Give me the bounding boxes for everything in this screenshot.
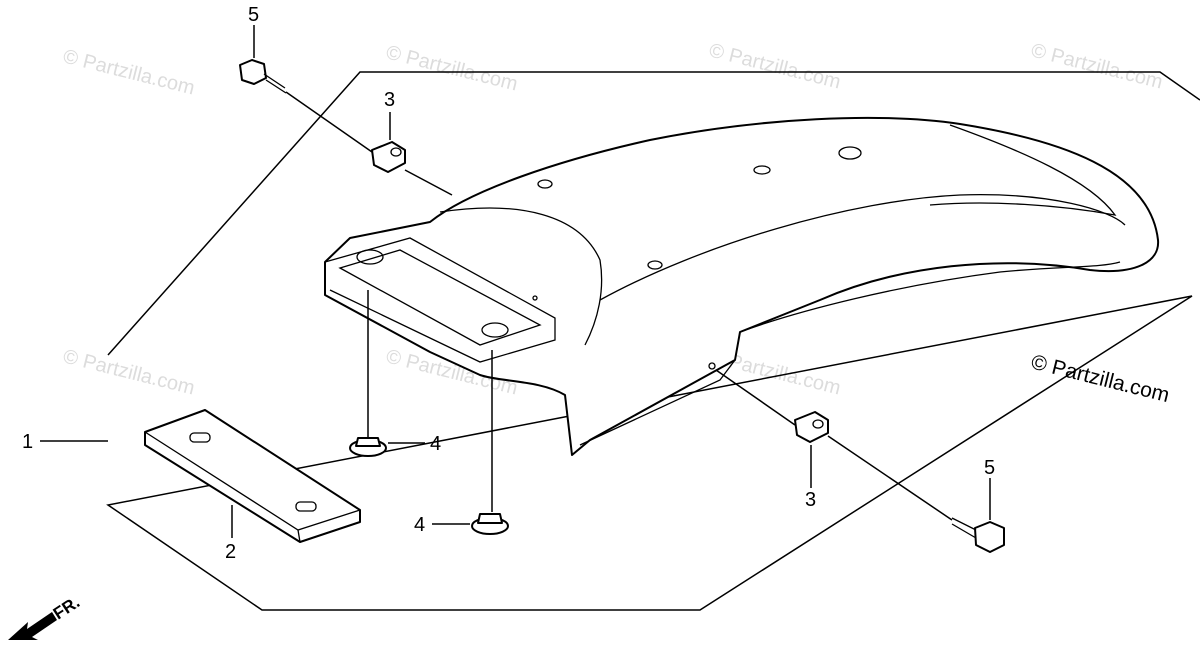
partzilla-credit: © Partzilla.com xyxy=(1029,351,1172,408)
bolt-upper xyxy=(239,59,287,94)
front-direction-indicator: FR. xyxy=(8,593,83,640)
fender-hole-4 xyxy=(647,260,663,270)
bolt-upper-shank xyxy=(263,73,287,94)
bolt-upper-head xyxy=(239,59,267,85)
watermark-2: © Partzilla.com xyxy=(384,42,520,96)
callout-5-lower: 5 xyxy=(984,457,995,479)
bolt-lower-shank xyxy=(951,517,977,539)
fender-tail-edge xyxy=(739,261,1121,333)
centerline-lower-bolt xyxy=(715,369,953,521)
collar-upper-body xyxy=(371,141,406,173)
callout-5-upper: 5 xyxy=(248,4,259,26)
fender-ridge xyxy=(599,194,1126,301)
collar-lower-body xyxy=(794,411,829,443)
collar-lower-bore xyxy=(812,419,824,429)
pad-slot-2 xyxy=(295,501,317,512)
fender-hole-5 xyxy=(708,362,716,370)
nut-left xyxy=(349,437,387,457)
front-arrow-icon xyxy=(8,612,57,640)
pad-slot-1 xyxy=(189,432,211,443)
collar-lower xyxy=(794,411,829,443)
callout-3-upper: 3 xyxy=(384,89,395,111)
centerline-upper-bolt xyxy=(285,91,453,196)
fender-flange xyxy=(324,237,556,363)
nut-right-body xyxy=(477,513,503,524)
rear-fender xyxy=(324,116,1160,456)
fender-body xyxy=(324,116,1160,456)
nut-right xyxy=(471,513,509,535)
fender-hole-2 xyxy=(753,165,771,175)
flange-hole-2 xyxy=(481,322,509,338)
callout-4-right: 4 xyxy=(414,514,425,536)
fender-lower-flap xyxy=(579,359,736,446)
watermark-3: © Partzilla.com xyxy=(707,40,843,94)
fender-crown xyxy=(439,207,603,346)
fender-hole-1 xyxy=(537,179,553,189)
flange-inner xyxy=(338,249,542,346)
callout-4-left: 4 xyxy=(430,433,441,455)
callout-3-lower: 3 xyxy=(805,489,816,511)
watermark-1: © Partzilla.com xyxy=(61,46,197,100)
assembly-outline xyxy=(106,71,1200,611)
fender-hole-3 xyxy=(838,146,862,160)
pad-side-edge xyxy=(297,529,301,543)
watermark-5: © Partzilla.com xyxy=(61,346,197,400)
callout-1: 1 xyxy=(22,431,33,453)
fender-hole-6 xyxy=(532,295,538,301)
flange-hole-1 xyxy=(356,249,384,265)
callout-2: 2 xyxy=(225,541,236,563)
bolt-lower xyxy=(951,517,1005,553)
collar-upper xyxy=(371,141,406,173)
bolt-lower-head xyxy=(974,521,1005,553)
watermark-4: © Partzilla.com xyxy=(1029,40,1165,94)
fender-ridge-2 xyxy=(929,124,1117,216)
nut-left-body xyxy=(355,437,381,447)
rubber-pad xyxy=(144,409,361,543)
leader-lines xyxy=(40,25,991,538)
pad-body xyxy=(144,409,361,543)
collar-upper-bore xyxy=(390,147,402,157)
